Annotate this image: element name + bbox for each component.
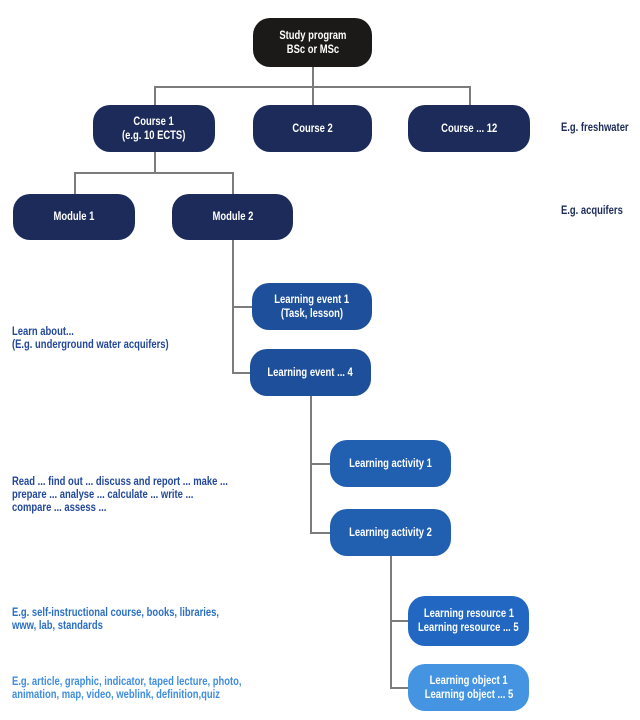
- node-label: Learning resource 1: [423, 608, 514, 620]
- node-label: (Task, lesson): [280, 307, 344, 320]
- connector-line: [312, 67, 314, 87]
- connector-line: [469, 86, 471, 105]
- annotation-resources: E.g. self-instructional course, books, l…: [12, 607, 219, 632]
- annotation-freshwater: E.g. freshwater: [561, 122, 629, 134]
- node-course-1: Course 1 (e.g. 10 ECTS): [93, 105, 215, 152]
- node-label: Course 1: [133, 115, 175, 128]
- node-learning-object: Learning object 1 Learning object ... 5: [408, 664, 529, 711]
- node-learning-resource: Learning resource 1 Learning resource ..…: [408, 596, 529, 646]
- node-label: Learning event ... 4: [267, 366, 354, 379]
- node-label: Learning activity 1: [349, 457, 432, 470]
- node-label: Learning activity 2: [349, 526, 432, 539]
- connector-line: [154, 152, 156, 172]
- node-label: BSc or MSc: [286, 43, 339, 56]
- connector-line: [232, 306, 252, 308]
- connector-line: [154, 86, 156, 105]
- node-label: Learning resource ... 5: [418, 622, 519, 634]
- node-learning-event-1: Learning event 1 (Task, lesson): [252, 283, 372, 330]
- annotation-learn-about: Learn about... (E.g. underground water a…: [12, 326, 169, 351]
- node-label: Study program: [278, 29, 347, 42]
- node-label: Course 2: [292, 122, 333, 135]
- connector-line: [310, 396, 312, 533]
- node-module-2: Module 2: [172, 194, 293, 240]
- connector-line: [74, 172, 232, 174]
- connector-line: [74, 172, 76, 194]
- node-course-12: Course ... 12: [408, 105, 530, 152]
- connector-line: [232, 372, 250, 374]
- node-learning-activity-1: Learning activity 1: [330, 440, 451, 487]
- connector-line: [312, 86, 314, 105]
- annotation-objects: E.g. article, graphic, indicator, taped …: [12, 676, 242, 701]
- node-label: Course ... 12: [440, 122, 498, 135]
- node-label: Module 2: [212, 211, 253, 223]
- annotation-activities: Read ... find out ... discuss and report…: [12, 476, 228, 514]
- node-study-program: Study program BSc or MSc: [253, 18, 372, 67]
- connector-line: [390, 556, 392, 688]
- node-label: Learning object ... 5: [424, 688, 513, 701]
- connector-line: [232, 172, 234, 194]
- connector-line: [390, 687, 408, 689]
- connector-line: [310, 532, 330, 534]
- node-label: Learning object 1: [429, 674, 508, 687]
- node-learning-activity-2: Learning activity 2: [330, 509, 451, 556]
- node-label: Learning event 1: [274, 293, 350, 306]
- connector-line: [390, 620, 408, 622]
- node-course-2: Course 2: [253, 105, 372, 152]
- annotation-acquifers: E.g. acquifers: [561, 205, 623, 217]
- node-module-1: Module 1: [13, 194, 135, 240]
- node-label: Module 1: [53, 211, 95, 223]
- connector-line: [310, 463, 330, 465]
- node-label: (e.g. 10 ECTS): [122, 129, 186, 142]
- node-learning-event-4: Learning event ... 4: [250, 349, 371, 396]
